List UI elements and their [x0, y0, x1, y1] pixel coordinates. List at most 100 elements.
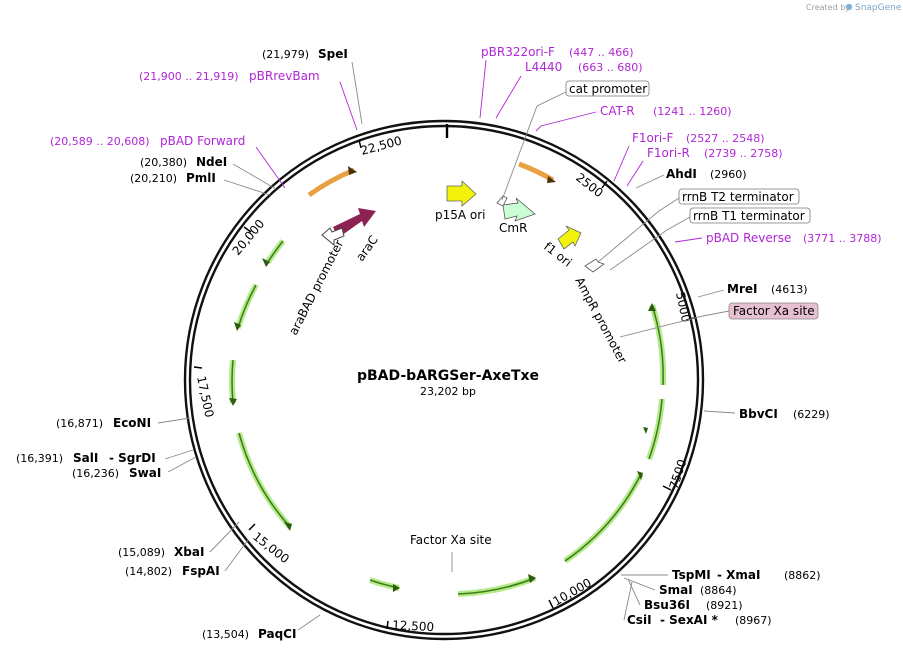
- rrnb-t2-label: rrnB T2 terminator: [682, 190, 794, 204]
- snapgene-logo-icon: [845, 3, 853, 11]
- tick-label: 17,500: [194, 375, 216, 419]
- primer-leader: [613, 145, 630, 182]
- arrow-head: [637, 471, 643, 480]
- tick-mark: [662, 485, 672, 491]
- tick-mark: [548, 599, 554, 609]
- arrow-head: [528, 574, 536, 583]
- site-name: AhdI: [666, 167, 697, 181]
- site-extra: - XmaI: [717, 568, 760, 582]
- site-name: EcoNI: [113, 416, 151, 430]
- arac-arrow: [333, 208, 376, 238]
- primer-coord: (447 .. 466): [569, 46, 634, 59]
- site-coord: (8864): [700, 584, 737, 597]
- tick-label: 15,000: [250, 529, 292, 566]
- site-leader: [623, 577, 656, 591]
- factor-xa-highlight-leader: [619, 310, 730, 338]
- site-leader: [157, 417, 191, 424]
- tick-mark: [248, 523, 256, 531]
- site-leader: [209, 521, 240, 553]
- site-coord: (6229): [793, 408, 830, 421]
- green-feature-arrow: [563, 472, 644, 564]
- arabad-promoter-label: araBAD promoter: [286, 238, 346, 338]
- site-coord: (20,210): [130, 172, 177, 185]
- site-name: TspMI: [672, 568, 711, 582]
- site-coord: (14,802): [125, 565, 172, 578]
- site-coord: (15,089): [118, 546, 165, 559]
- primer-leader: [674, 237, 703, 243]
- primer-coord: (1241 .. 1260): [653, 105, 732, 118]
- site-leader: [635, 174, 665, 189]
- site-name: MreI: [727, 282, 757, 296]
- primer-coord: (663 .. 680): [578, 61, 643, 74]
- site-name: PaqCI: [258, 627, 296, 641]
- site-coord: (16,871): [56, 417, 103, 430]
- arrow-head: [393, 584, 400, 592]
- ampr-promoter-arrow: [584, 258, 605, 273]
- site-leader: [703, 410, 736, 414]
- site-coord: (2960): [710, 168, 747, 181]
- arrow-head: [262, 258, 270, 267]
- tick-label: 10,000: [551, 575, 594, 608]
- site-coord: (16,391): [16, 452, 63, 465]
- cmr-arrow: [502, 197, 536, 222]
- credit-text: Created by: [806, 3, 850, 12]
- p15a-ori-label: p15A ori: [435, 208, 486, 222]
- site-leader: [297, 614, 321, 631]
- rrnb-t1-label: rrnB T1 terminator: [693, 209, 805, 223]
- arrow-head: [547, 176, 556, 183]
- primer-name: pBAD Reverse: [706, 231, 791, 245]
- green-feature-arrow: [236, 432, 293, 529]
- site-name: FspAI: [182, 564, 220, 578]
- arrow-head: [284, 522, 292, 531]
- feature-track: [229, 161, 667, 597]
- site-coord: (8967): [735, 614, 772, 627]
- site-name: NdeI: [196, 155, 227, 169]
- p15a-ori-arrow: [446, 180, 477, 207]
- cmr-label: CmR: [499, 221, 527, 235]
- site-leader: [167, 456, 197, 473]
- site-coord: (13,504): [202, 628, 249, 641]
- primer-name: F1ori-R: [647, 146, 690, 160]
- site-name: XbaI: [174, 545, 204, 559]
- cat-promoter-box: [565, 80, 650, 97]
- tick-mark: [386, 620, 389, 630]
- backbone-inner: [188, 124, 700, 636]
- rrnb-t2-leader: [597, 197, 680, 263]
- arrow-head: [648, 303, 656, 311]
- primer-coord: (21,900 .. 21,919): [139, 70, 239, 83]
- arrow-head: [643, 427, 648, 434]
- site-name: SalI: [73, 451, 98, 465]
- site-name: PmlI: [186, 171, 216, 185]
- arrow-head: [234, 322, 241, 331]
- rrnb-t1-leader: [609, 216, 691, 271]
- site-name: SwaI: [129, 466, 161, 480]
- arrow-head: [348, 166, 357, 175]
- green-feature-arrow: [238, 432, 291, 528]
- site-leader: [351, 61, 363, 125]
- site-coord: (16,236): [72, 467, 119, 480]
- site-leader: [627, 578, 641, 606]
- green-feature-arrow: [267, 240, 284, 263]
- site-leader: [224, 539, 249, 572]
- site-coord: (21,979): [262, 48, 309, 61]
- site-name: CsiI: [627, 613, 652, 627]
- green-feature-arrow: [564, 473, 642, 562]
- primer-leader: [626, 160, 644, 187]
- site-name: Bsu36I: [644, 598, 690, 612]
- green-feature-arrow: [646, 398, 665, 461]
- plasmid-name: pBAD-bARGSer-AxeTxe: [357, 368, 539, 384]
- primer-coord: (2739 .. 2758): [704, 147, 783, 160]
- tick-mark: [243, 226, 252, 233]
- tick-mark: [358, 139, 362, 149]
- arac-label: araC: [353, 233, 381, 264]
- primer-name: pBRrevBam: [249, 69, 320, 83]
- factor-xa-highlight-label: Factor Xa site: [733, 304, 815, 318]
- primer-coord: (20,589 .. 20,608): [50, 135, 150, 148]
- site-coord: (20,380): [140, 156, 187, 169]
- primer-leader: [255, 146, 286, 189]
- site-leader: [164, 449, 194, 460]
- arabad-promoter-arrow: [321, 227, 345, 247]
- arrow-head: [229, 398, 237, 406]
- site-leader: [697, 289, 725, 298]
- orange-feature-arrow: [307, 167, 355, 198]
